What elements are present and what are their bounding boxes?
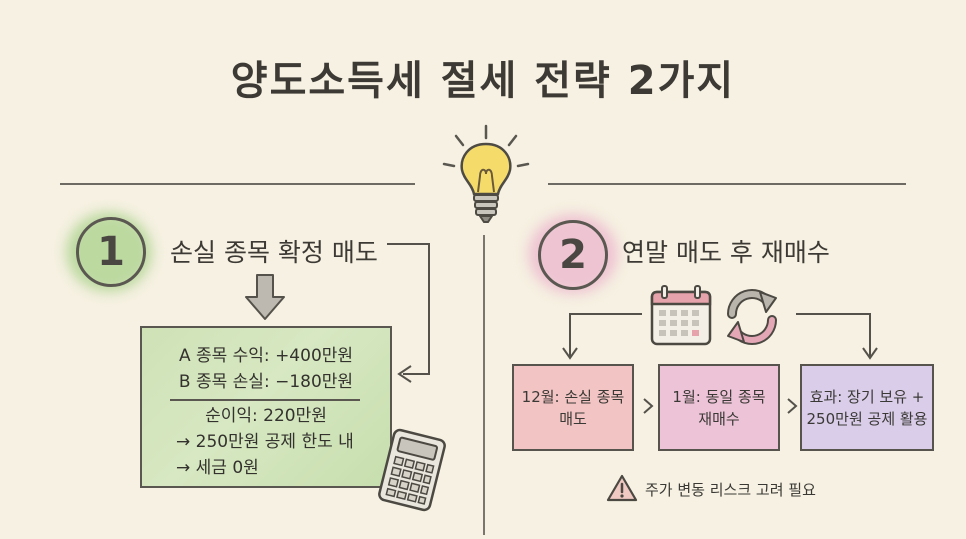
line-net-profit: 순이익: 220만원: [205, 406, 327, 426]
calculator-icon: [378, 428, 446, 512]
divider-right: [548, 183, 906, 185]
strategy1-number-badge: 1: [76, 217, 146, 287]
step-text-january: 1월: 동일 종목 재매수: [672, 387, 766, 428]
divider-left: [60, 183, 415, 185]
step-arrow-1: [643, 398, 654, 414]
step-text-effect: 효과: 장기 보유 + 250만원 공제 활용: [806, 387, 928, 428]
strategy2-number-badge: 2: [538, 220, 608, 290]
strategy2-heading: 연말 매도 후 재매수: [622, 238, 830, 267]
step-box-december: 12월: 손실 종목 매도: [512, 364, 634, 451]
step-box-effect: 효과: 장기 보유 + 250만원 공제 활용: [800, 364, 934, 451]
line-a-profit: A 종목 수익: +400만원: [178, 346, 354, 366]
step-text-december: 12월: 손실 종목 매도: [521, 387, 625, 428]
line-tax: → 세금 0원: [176, 458, 259, 478]
refresh-icon: [727, 289, 777, 345]
line-b-loss: B 종목 손실: −180만원: [178, 372, 354, 392]
summary-divider: [170, 399, 360, 401]
warning-icon: [606, 474, 638, 502]
line-deduction: → 250만원 공제 한도 내: [176, 432, 354, 452]
strategy1-summary-box: A 종목 수익: +400만원 B 종목 손실: −180만원 순이익: 220…: [140, 326, 392, 488]
calendar-icon: [650, 285, 712, 346]
warning-text: 주가 변동 리스크 고려 필요: [645, 481, 816, 499]
step-box-january: 1월: 동일 종목 재매수: [658, 364, 780, 451]
strategy1-heading: 손실 종목 확정 매도: [170, 238, 378, 267]
strategy1-connector-arrow: [387, 243, 430, 383]
lightbulb-icon: [442, 124, 530, 223]
step-arrow-2: [787, 398, 798, 414]
page-title: 양도소득세 절세 전략 2가지: [230, 58, 736, 104]
down-arrow-icon: [245, 274, 285, 320]
strategy2-branch-arrows: [562, 313, 878, 360]
center-divider: [483, 235, 485, 535]
